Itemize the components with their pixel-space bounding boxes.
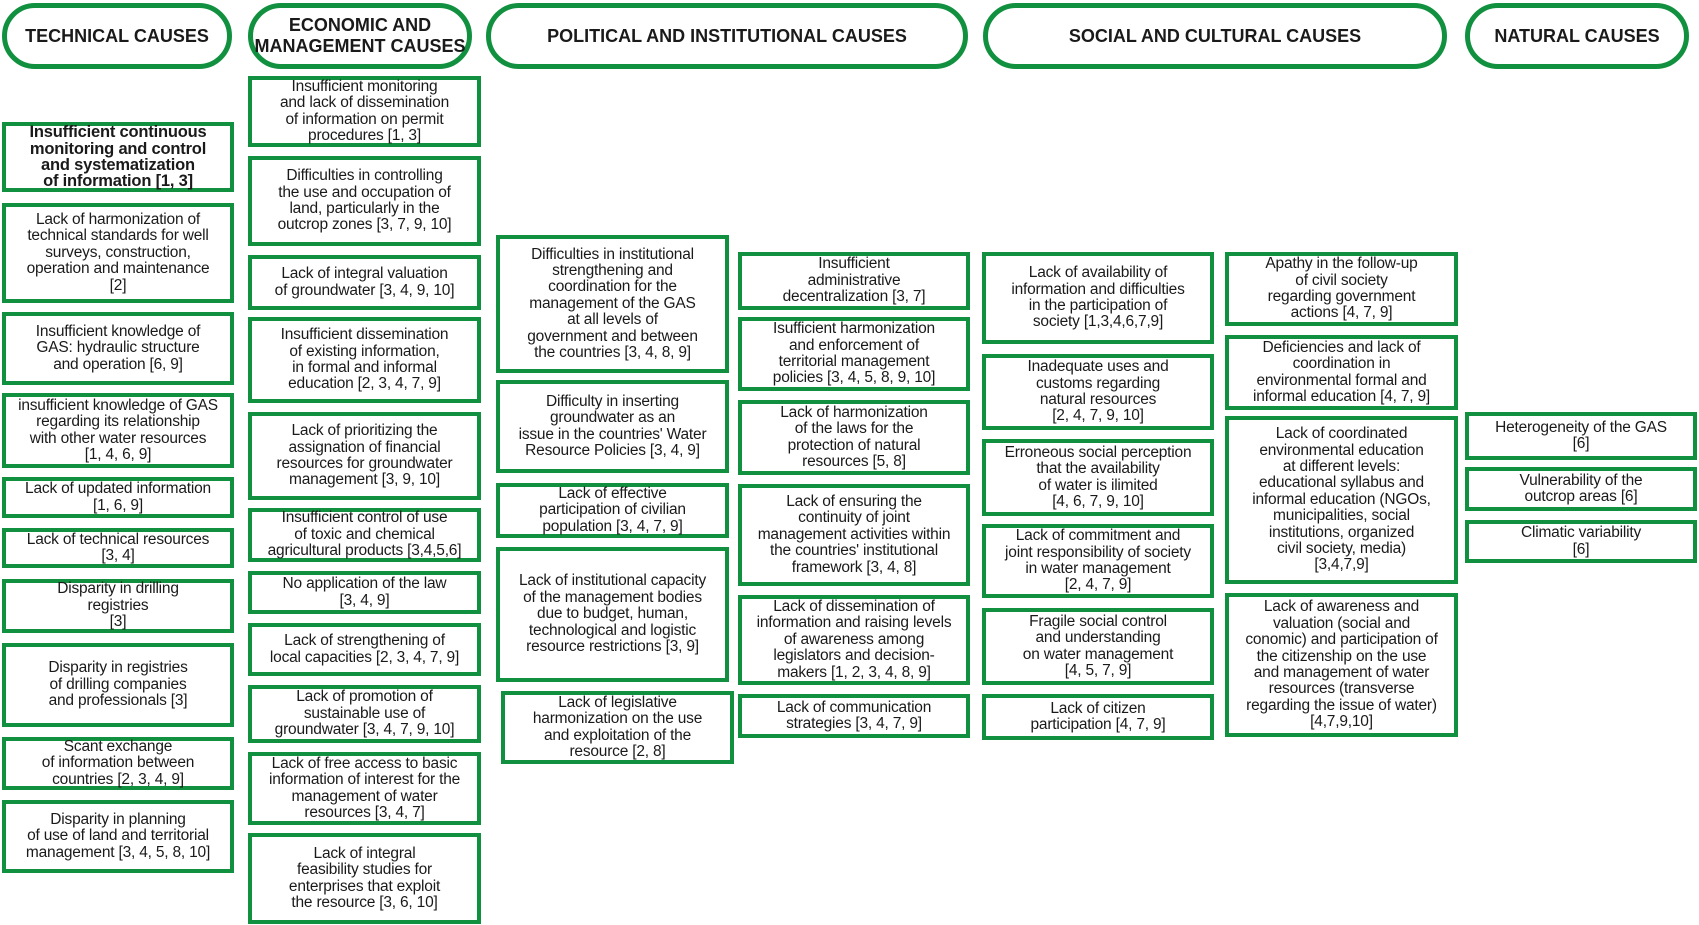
cause-box: Insufficient knowledge of GAS: hydraulic… (2, 312, 234, 385)
cause-box: Lack of updated information [1, 6, 9] (2, 477, 234, 518)
cause-box: Lack of coordinated environmental educat… (1225, 416, 1458, 584)
cause-box: Lack of harmonization of technical stand… (2, 203, 234, 303)
cause-box: Lack of effective participation of civil… (496, 483, 729, 538)
cause-box: Inadequate uses and customs regarding na… (982, 354, 1214, 430)
cause-box: Fragile social control and understanding… (982, 608, 1214, 685)
cause-box: Scant exchange of information between co… (2, 737, 234, 790)
cause-box: Disparity in drilling registries [3] (2, 579, 234, 633)
cause-box: Lack of integral valuation of groundwate… (248, 255, 481, 310)
cause-box: Lack of prioritizing the assignation of … (248, 412, 481, 500)
cause-box: Disparity in planning of use of land and… (2, 800, 234, 873)
cause-box: Lack of ensuring the continuity of joint… (738, 484, 970, 586)
cause-box: Lack of awareness and valuation (social … (1225, 593, 1458, 737)
cause-box: Difficulty in inserting groundwater as a… (496, 380, 729, 473)
cause-box: Climatic variability [6] (1465, 520, 1697, 563)
cause-box: No application of the law [3, 4, 9] (248, 571, 481, 614)
cause-box: Apathy in the follow-up of civil society… (1225, 252, 1458, 326)
category-header-social-and-cultural-causes: SOCIAL AND CULTURAL CAUSES (983, 3, 1447, 69)
cause-box: Lack of free access to basic information… (248, 752, 481, 825)
cause-box: Vulnerability of the outcrop areas [6] (1465, 467, 1697, 511)
category-header-natural-causes: NATURAL CAUSES (1465, 3, 1689, 69)
cause-box: Lack of harmonization of the laws for th… (738, 400, 970, 475)
cause-box: Lack of commitment and joint responsibil… (982, 524, 1214, 598)
cause-box: Insufficient dissemination of existing i… (248, 317, 481, 403)
cause-box: Lack of citizen participation [4, 7, 9] (982, 694, 1214, 740)
cause-box: Insufficient monitoring and lack of diss… (248, 76, 481, 147)
cause-box: Difficulties in controlling the use and … (248, 156, 481, 246)
cause-box: Lack of legislative harmonization on the… (501, 691, 734, 764)
cause-box: Lack of promotion of sustainable use of … (248, 685, 481, 743)
cause-box: Difficulties in institutional strengthen… (496, 235, 729, 373)
category-header-political-and-institutional-causes: POLITICAL AND INSTITUTIONAL CAUSES (486, 3, 968, 69)
cause-box: Insufficient administrative decentraliza… (738, 252, 970, 310)
cause-box: Lack of institutional capacity of the ma… (496, 547, 729, 682)
category-header-economic-and-management-causes: ECONOMIC AND MANAGEMENT CAUSES (248, 3, 472, 69)
cause-box: Lack of dissemination of information and… (738, 595, 970, 685)
cause-box: Insufficient continuous monitoring and c… (2, 122, 234, 192)
cause-box: Deficiencies and lack of coordination in… (1225, 335, 1458, 410)
cause-box: Heterogeneity of the GAS [6] (1465, 412, 1697, 460)
cause-box: Lack of integral feasibility studies for… (248, 833, 481, 924)
cause-box: Lack of strengthening of local capacitie… (248, 623, 481, 676)
category-header-technical-causes: TECHNICAL CAUSES (2, 3, 232, 69)
cause-box: Insufficient control of use of toxic and… (248, 508, 481, 562)
cause-box: insufficient knowledge of GAS regarding … (2, 393, 234, 468)
cause-box: Lack of communication strategies [3, 4, … (738, 694, 970, 738)
cause-box: Disparity in registries of drilling comp… (2, 643, 234, 727)
cause-box: Lack of technical resources [3, 4] (2, 528, 234, 568)
cause-box: Isufficient harmonization and enforcemen… (738, 317, 970, 391)
cause-box: Erroneous social perception that the ava… (982, 439, 1214, 516)
cause-box: Lack of availability of information and … (982, 252, 1214, 344)
